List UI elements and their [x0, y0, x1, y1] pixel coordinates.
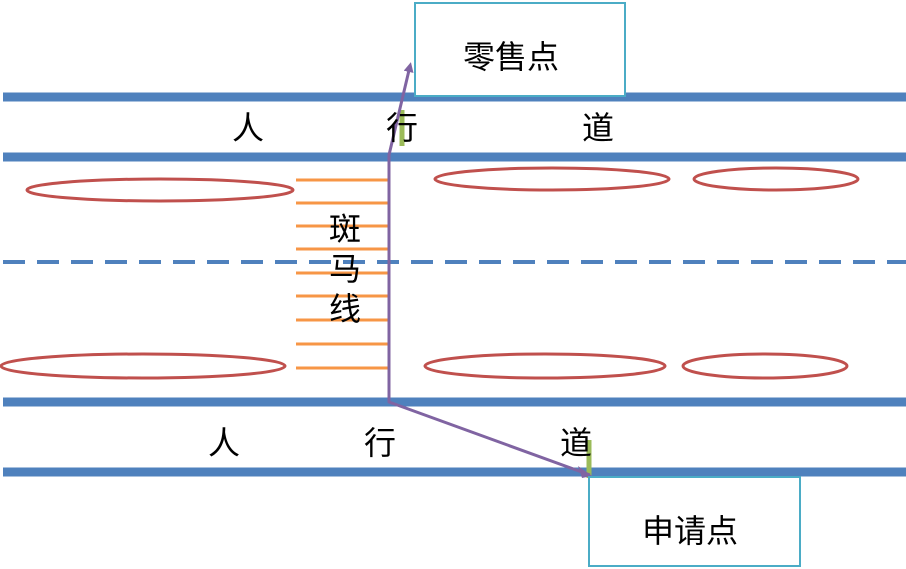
retail-point-label: 零售点 — [463, 38, 560, 76]
walking-path-arrow — [387, 62, 591, 477]
car-ellipse — [433, 166, 671, 192]
sidewalk-top-char: 人 — [232, 109, 265, 147]
crosswalk-char: 斑 — [329, 210, 362, 248]
car-ellipse — [681, 352, 849, 380]
walking-path-start-head — [578, 466, 592, 478]
cars — [0, 166, 860, 380]
application-point-label: 申请点 — [642, 512, 739, 550]
crosswalk-char: 线 — [329, 290, 362, 328]
sidewalk-bottom-char: 人 — [208, 424, 241, 462]
sidewalk-top-char: 道 — [582, 109, 615, 147]
application-point-box: 申请点 — [588, 476, 801, 567]
car-ellipse — [692, 166, 860, 192]
crosswalk-char: 马 — [329, 250, 362, 288]
crosswalk-stripes — [296, 178, 388, 370]
car-ellipse — [0, 352, 287, 380]
car-ellipse — [25, 177, 295, 203]
retail-point-box: 零售点 — [414, 2, 626, 97]
sidewalk-top-char: 行 — [386, 109, 419, 147]
sidewalk-bottom-char: 行 — [364, 424, 397, 462]
car-ellipse — [423, 352, 667, 380]
sidewalk-bottom-char: 道 — [560, 424, 593, 462]
